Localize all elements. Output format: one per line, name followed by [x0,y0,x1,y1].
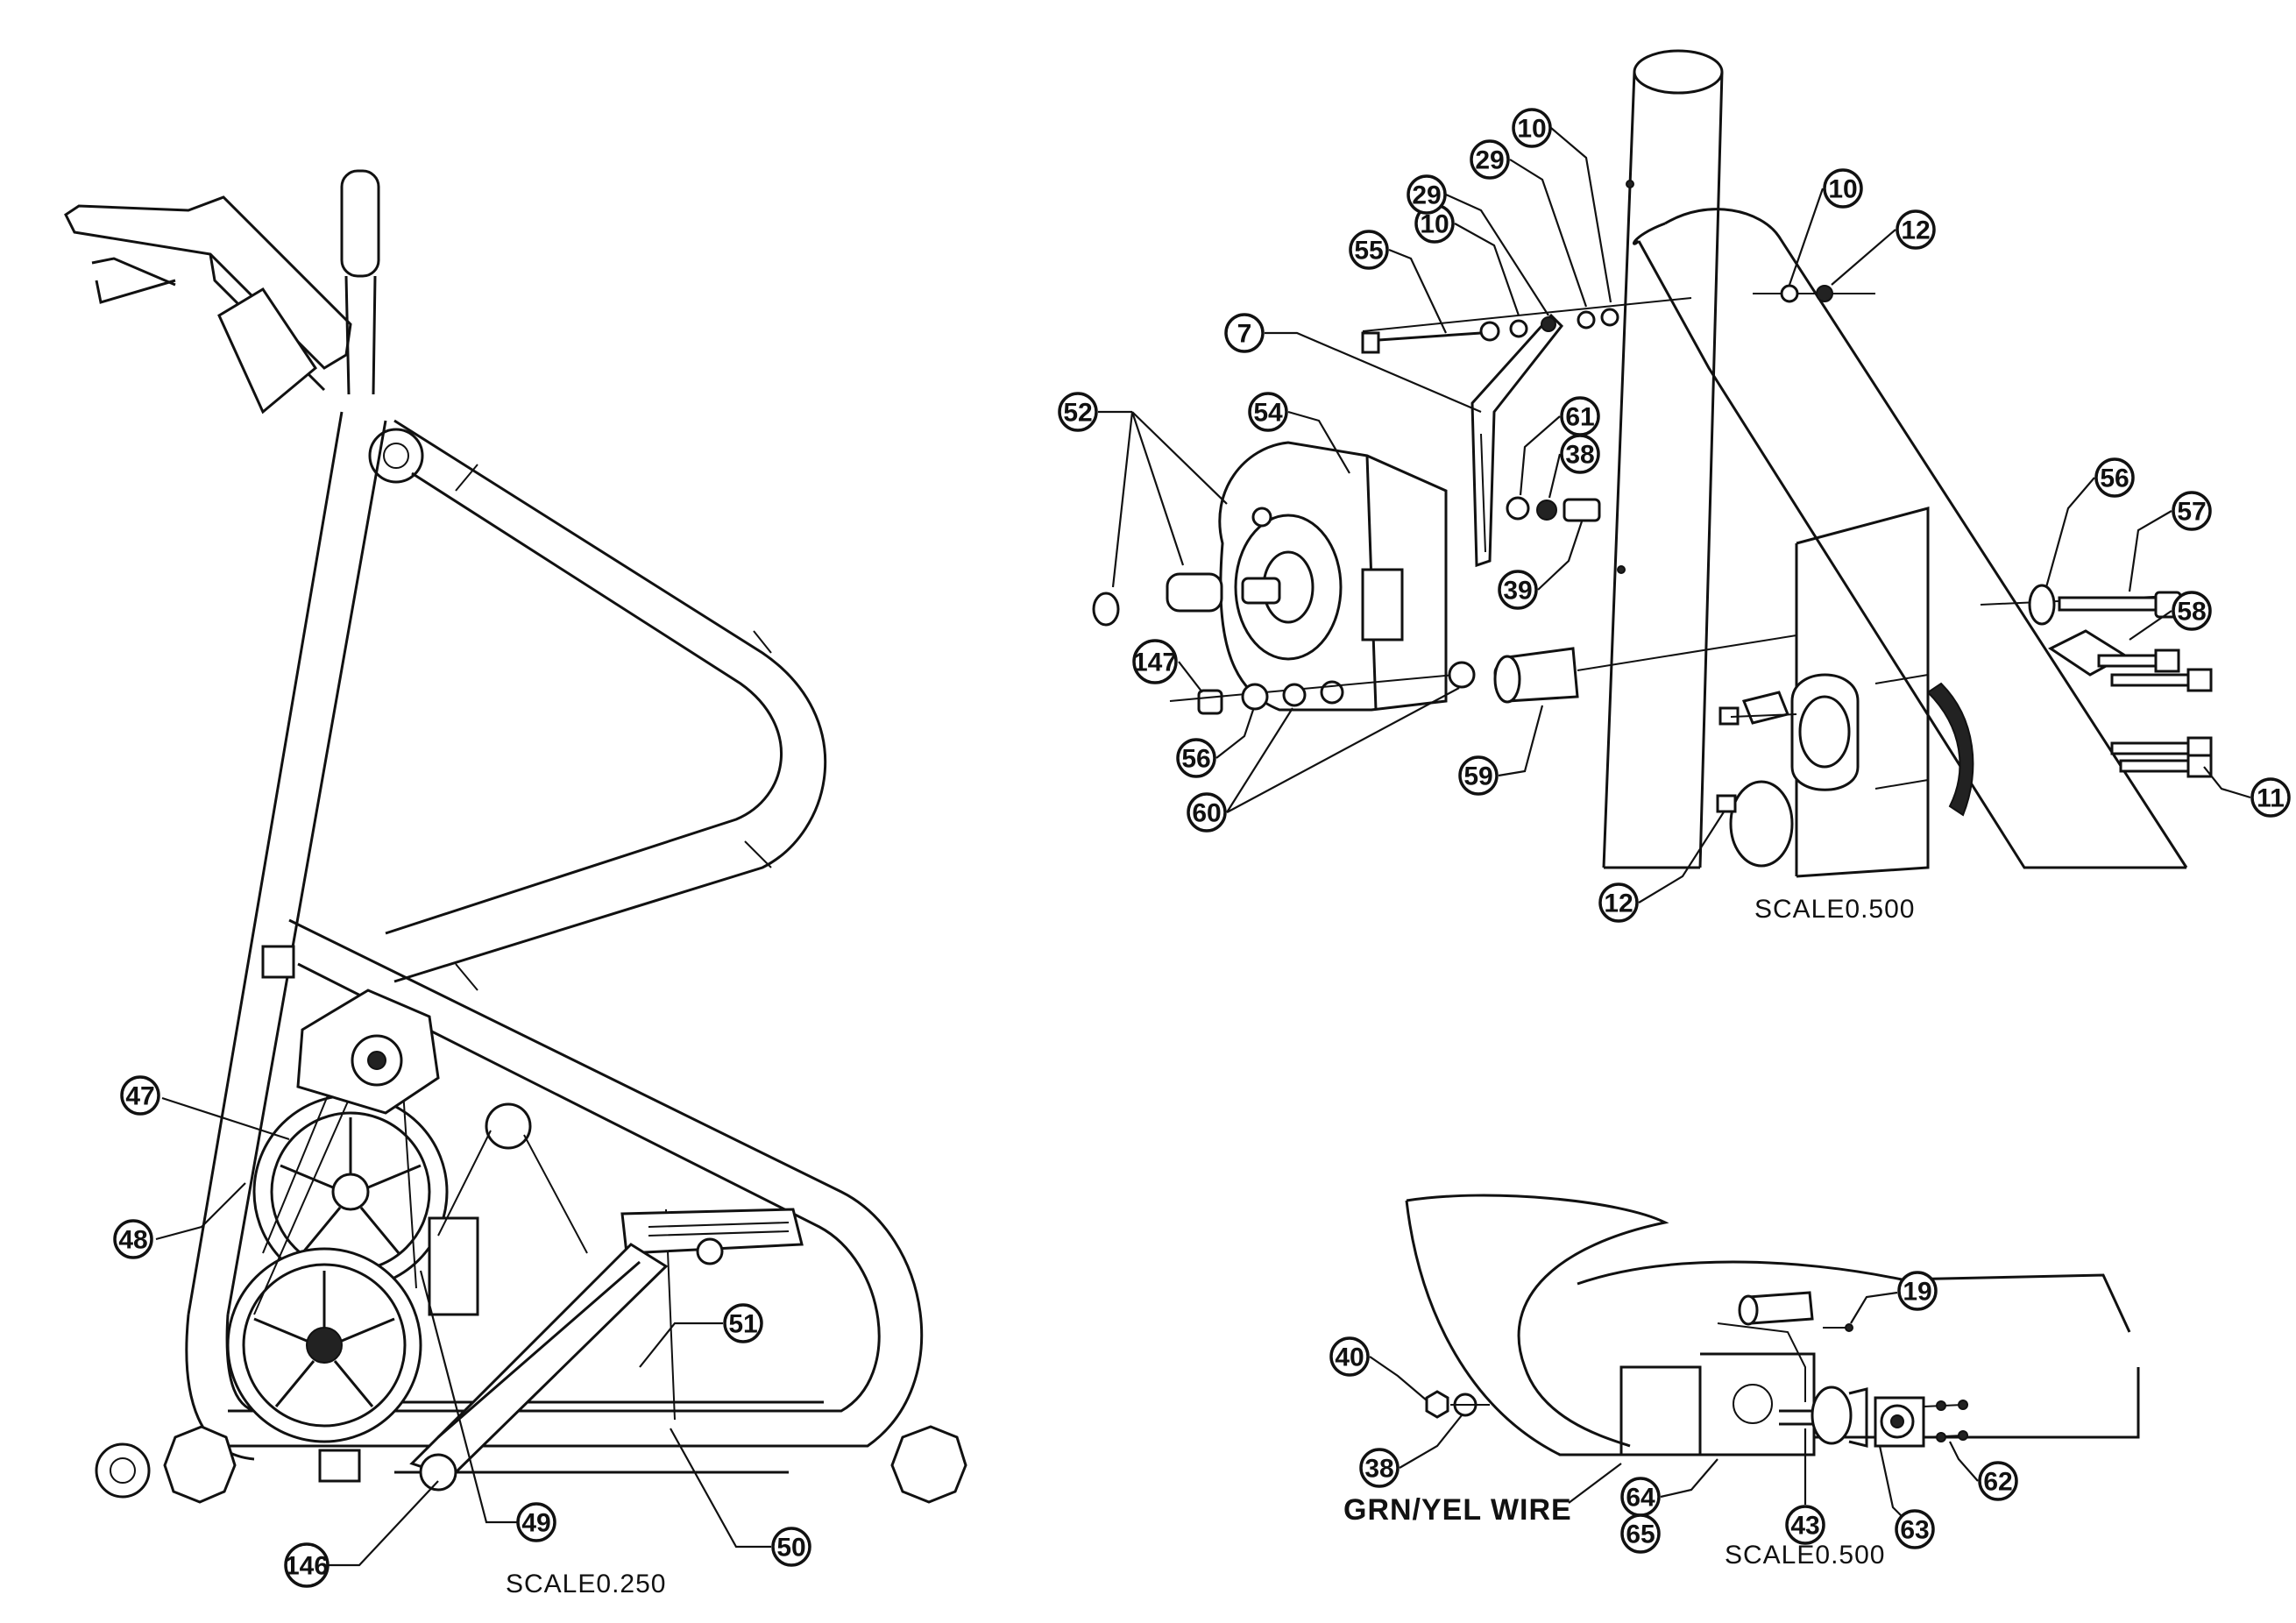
ground-detail-view: 19 40 38 62 64 65 43 [1329,1194,2140,1570]
callout-51: 51 [723,1303,763,1343]
svg-text:38: 38 [1565,441,1594,470]
console-drawing [64,195,352,415]
callout-62: 62 [1978,1461,2018,1501]
bike-callouts: 47 48 49 50 51 146 [113,1075,811,1588]
callout-52: 52 [1058,392,1098,432]
svg-text:55: 55 [1354,237,1383,266]
svg-text:63: 63 [1900,1516,1929,1545]
svg-text:10: 10 [1828,175,1857,204]
upright-tube-drawing [1602,49,2188,878]
callout-39: 39 [1498,570,1538,610]
callout-49: 49 [516,1502,556,1542]
feet-drawing [95,945,967,1504]
bracket-drawing [1470,313,1564,568]
svg-text:29: 29 [1412,181,1441,210]
callout-65: 65 [1620,1513,1661,1554]
callout-146: 146 [284,1542,330,1588]
svg-text:29: 29 [1475,146,1504,175]
svg-text:10: 10 [1517,115,1546,144]
svg-text:51: 51 [728,1310,757,1339]
callout-47: 47 [120,1075,160,1116]
svg-text:147: 147 [1133,648,1177,677]
callout-43: 43 [1785,1505,1825,1545]
svg-text:12: 12 [1604,889,1633,918]
callout-38-a: 38 [1560,434,1600,474]
svg-text:47: 47 [125,1082,154,1111]
svg-text:40: 40 [1335,1343,1364,1372]
svg-text:64: 64 [1626,1484,1655,1513]
svg-text:54: 54 [1253,399,1283,428]
svg-text:59: 59 [1463,762,1492,791]
ground-callouts: 19 40 38 62 64 65 43 [1329,1271,2018,1554]
svg-text:49: 49 [521,1509,550,1538]
frame-drawing [185,411,924,1474]
svg-text:19: 19 [1903,1278,1931,1307]
pedal-drawing [409,1102,804,1492]
svg-text:62: 62 [1983,1468,2012,1497]
callout-48: 48 [113,1219,153,1259]
callout-56-a: 56 [2094,457,2135,498]
callout-19: 19 [1897,1271,1938,1311]
callout-10-c: 10 [1823,168,1863,209]
svg-text:39: 39 [1503,577,1532,606]
callout-29-a: 29 [1470,139,1510,180]
bike-assembly-view: 47 48 49 50 51 146 SCALE0.250 [64,169,967,1598]
pulleys-drawing [226,989,479,1443]
svg-text:11: 11 [2257,784,2285,813]
svg-text:10: 10 [1420,210,1449,239]
callout-10-a: 10 [1512,108,1552,148]
callout-12-a: 12 [1896,209,1936,250]
callout-29-b: 29 [1407,174,1447,215]
svg-text:56: 56 [2100,464,2129,493]
svg-text:52: 52 [1063,399,1092,428]
svg-text:146: 146 [285,1552,329,1581]
svg-text:48: 48 [118,1226,147,1255]
bike-scale-label: SCALE0.250 [506,1570,666,1598]
callout-59: 59 [1458,755,1499,796]
motor-exploded-view: 10 29 10 29 10 55 12 [1058,49,2291,924]
svg-text:7: 7 [1237,320,1252,349]
svg-text:65: 65 [1626,1520,1655,1549]
svg-text:60: 60 [1192,799,1221,828]
callout-12-b: 12 [1598,882,1639,923]
callout-61: 61 [1560,396,1600,436]
hardware-drawing [1169,284,2213,868]
callout-56-b: 56 [1176,738,1216,778]
ground-scale-label: SCALE0.500 [1725,1541,1885,1570]
motor-drawing [1092,441,1448,712]
ground-tube-drawing [1405,1194,2140,1456]
callout-63: 63 [1895,1509,1935,1549]
grn-yel-wire-label: GRN/YEL WIRE [1343,1493,1572,1527]
callout-40: 40 [1329,1336,1370,1377]
svg-text:58: 58 [2177,598,2206,627]
callout-38-b: 38 [1359,1448,1400,1488]
svg-text:56: 56 [1181,745,1210,774]
callout-50: 50 [771,1527,811,1567]
callout-147: 147 [1132,639,1178,684]
callout-11: 11 [2250,777,2291,818]
callout-64: 64 [1620,1477,1661,1517]
callout-54: 54 [1248,392,1288,432]
callout-57: 57 [2172,491,2212,531]
motor-scale-label: SCALE0.500 [1754,895,1915,924]
svg-text:38: 38 [1364,1455,1393,1484]
callout-7: 7 [1224,313,1265,353]
motor-callouts: 10 29 10 29 10 55 12 [1058,108,2291,923]
svg-text:43: 43 [1790,1512,1819,1541]
callout-58: 58 [2172,591,2212,631]
svg-text:57: 57 [2177,498,2206,527]
callout-55: 55 [1349,230,1389,270]
svg-text:50: 50 [776,1534,805,1563]
svg-text:61: 61 [1565,403,1594,432]
callout-60: 60 [1187,792,1227,833]
svg-text:12: 12 [1901,216,1930,245]
